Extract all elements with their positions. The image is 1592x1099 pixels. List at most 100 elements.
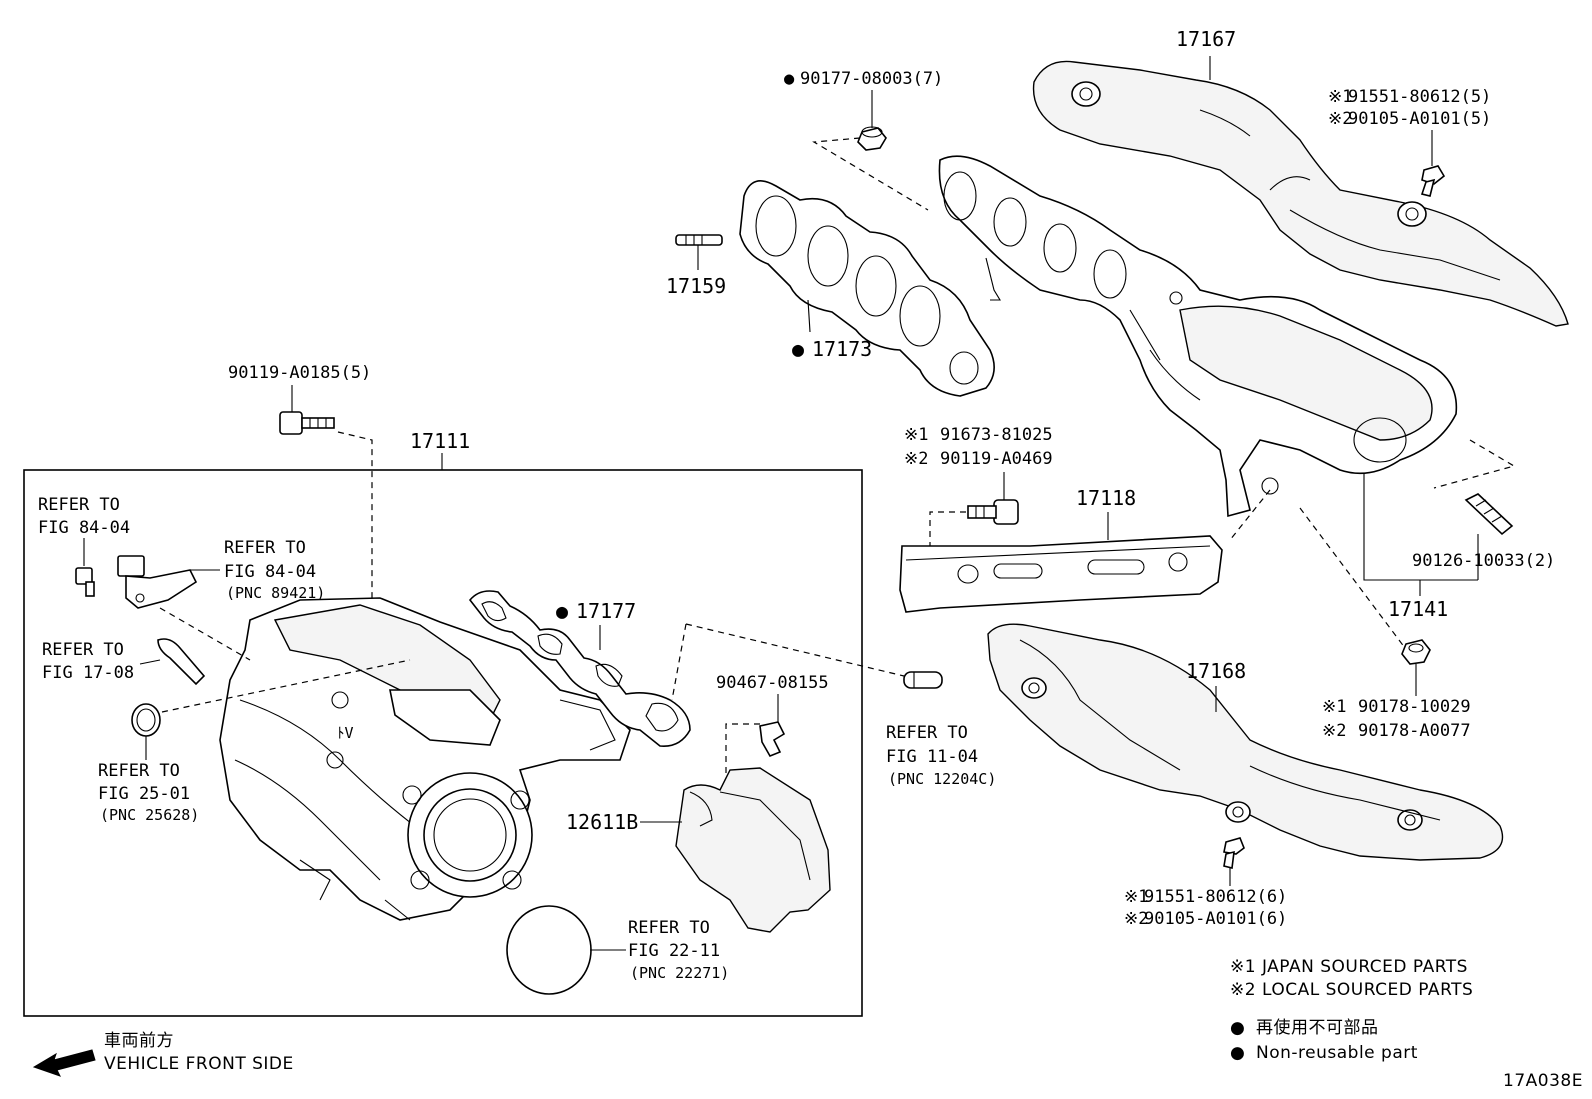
- hose-clamp[interactable]: [131, 703, 161, 737]
- manifold-stay-bracket[interactable]: [899, 535, 1223, 613]
- svg-text:17177: 17177: [576, 599, 636, 623]
- refer-fig-25-01[interactable]: REFER TO FIG 25-01 (PNC 25628): [98, 761, 199, 824]
- refer-fig-11-04[interactable]: REFER TO FIG 11-04 (PNC 12204C): [886, 723, 996, 788]
- pcv-fitting[interactable]: [903, 671, 943, 689]
- stud-17159[interactable]: [675, 234, 723, 246]
- svg-text:※1: ※1: [1328, 87, 1352, 107]
- hose-17-08[interactable]: [157, 638, 206, 686]
- part-number-17111[interactable]: 17111: [410, 429, 470, 453]
- leader-17173: [807, 299, 811, 333]
- svg-text:●: ●: [792, 337, 804, 361]
- heat-insulator-bolt-bottom[interactable]: [1223, 837, 1245, 869]
- svg-text:REFER TO: REFER TO: [224, 538, 306, 558]
- svg-text:※2: ※2: [1322, 721, 1346, 741]
- figure-code: 17A038E: [1503, 1071, 1583, 1091]
- part-number-17177[interactable]: ● 17177: [556, 599, 636, 623]
- dash-17141-nut: [1299, 507, 1409, 653]
- legend-bullet-jp: ●: [1230, 1018, 1245, 1038]
- svg-text:90105-A0101(6): 90105-A0101(6): [1144, 909, 1287, 929]
- svg-text:※1: ※1: [1322, 697, 1346, 717]
- bolt-90119-a0185[interactable]: [279, 411, 335, 435]
- refer-fig-22-11[interactable]: REFER TO FIG 22-11 (PNC 22271): [628, 918, 729, 982]
- svg-text:REFER TO: REFER TO: [886, 723, 968, 743]
- svg-text:●: ●: [784, 69, 795, 89]
- svg-text:REFER TO: REFER TO: [42, 640, 124, 660]
- intake-manifold-group-box: [23, 469, 863, 1017]
- part-number-91551-80612-bottom[interactable]: ※1 91551-80612(6): [1124, 887, 1287, 907]
- dash-pcv: [685, 623, 905, 677]
- svg-text:FIG 22-11: FIG 22-11: [628, 941, 720, 961]
- clip-90467-08155[interactable]: [759, 721, 786, 758]
- part-number-17141[interactable]: 17141: [1388, 597, 1448, 621]
- part-number-90119-a0469[interactable]: ※2 90119-A0469: [904, 449, 1053, 469]
- svg-text:91551-80612(6): 91551-80612(6): [1144, 887, 1287, 907]
- stud-90126-10033[interactable]: [1464, 493, 1514, 536]
- svg-text:※1: ※1: [1124, 887, 1148, 907]
- svg-text:90178-10029: 90178-10029: [1358, 697, 1471, 717]
- dash-17141-right: [1433, 439, 1516, 489]
- dash-90119-a0185: [337, 431, 373, 600]
- svg-text:●: ●: [556, 599, 568, 623]
- part-number-90177-08003[interactable]: ● 90177-08003(7): [784, 69, 943, 89]
- part-number-17118[interactable]: 17118: [1076, 486, 1136, 510]
- svg-text:17173: 17173: [812, 337, 872, 361]
- svg-text:(PNC 89421): (PNC 89421): [226, 584, 325, 602]
- svg-text:FIG 17-08: FIG 17-08: [42, 663, 134, 683]
- svg-text:REFER TO: REFER TO: [628, 918, 710, 938]
- part-number-90126-10033[interactable]: 90126-10033(2): [1412, 551, 1555, 571]
- part-number-17173[interactable]: ● 17173: [792, 337, 872, 361]
- legend-local-sourced: ※2 LOCAL SOURCED PARTS: [1230, 980, 1473, 1000]
- nut-90177-08003[interactable]: [857, 126, 887, 151]
- part-number-17167[interactable]: 17167: [1176, 27, 1236, 51]
- svg-text:※1: ※1: [904, 425, 928, 445]
- svg-text:※2: ※2: [1124, 909, 1148, 929]
- part-number-90119-a0185[interactable]: 90119-A0185(5): [228, 363, 371, 383]
- vacuum-sensor[interactable]: [117, 555, 198, 609]
- svg-text:(PNC 12204C): (PNC 12204C): [888, 770, 996, 788]
- svg-text:※2: ※2: [904, 449, 928, 469]
- svg-text:91673-81025: 91673-81025: [940, 425, 1053, 445]
- lower-heat-insulator[interactable]: [987, 623, 1504, 861]
- intake-manifold[interactable]: ﾄV: [219, 597, 631, 921]
- part-number-90105-a0101-top[interactable]: ※2 90105-A0101(5): [1328, 109, 1491, 129]
- refer-fig-84-04-b[interactable]: REFER TO FIG 84-04 (PNC 89421): [224, 538, 325, 602]
- svg-text:(PNC 22271): (PNC 22271): [630, 964, 729, 982]
- exhaust-manifold-gasket[interactable]: [739, 180, 995, 397]
- vehicle-front-arrow-icon: [32, 1049, 96, 1077]
- part-number-17159[interactable]: 17159: [666, 274, 726, 298]
- bracket-bolt[interactable]: [967, 499, 1019, 525]
- svg-text:FIG 84-04: FIG 84-04: [224, 562, 316, 582]
- nut-90178[interactable]: [1401, 639, 1431, 665]
- part-number-17168[interactable]: 17168: [1186, 659, 1246, 683]
- heat-insulator-bolt-top[interactable]: [1420, 165, 1446, 197]
- exhaust-manifold[interactable]: [938, 155, 1458, 518]
- vehicle-front-jp: 車両前方: [104, 1031, 174, 1051]
- svg-text:※2: ※2: [1328, 109, 1352, 129]
- legend-nonreusable-en: Non-reusable part: [1256, 1043, 1418, 1063]
- part-number-91673-81025[interactable]: ※1 91673-81025: [904, 425, 1053, 445]
- intake-manifold-gasket[interactable]: [468, 590, 691, 747]
- insulator-12611b[interactable]: [675, 767, 831, 933]
- refer-fig-17-08[interactable]: REFER TO FIG 17-08: [42, 640, 134, 683]
- part-number-90105-a0101-bottom[interactable]: ※2 90105-A0101(6): [1124, 909, 1287, 929]
- dash-bracket-bolt: [929, 511, 966, 546]
- intake-mark: ﾄV: [337, 724, 354, 742]
- svg-text:FIG 25-01: FIG 25-01: [98, 784, 190, 804]
- throttle-gasket[interactable]: [506, 905, 592, 995]
- part-number-12611b[interactable]: 12611B: [566, 810, 638, 834]
- svg-text:(PNC 25628): (PNC 25628): [100, 806, 199, 824]
- sensor-bolt[interactable]: [75, 567, 95, 597]
- svg-text:91551-80612(5): 91551-80612(5): [1348, 87, 1491, 107]
- svg-text:REFER TO: REFER TO: [38, 495, 120, 515]
- svg-text:REFER TO: REFER TO: [98, 761, 180, 781]
- part-number-90178-a0077[interactable]: ※2 90178-A0077: [1322, 721, 1471, 741]
- legend-bullet-en: ●: [1230, 1043, 1245, 1063]
- legend-japan-sourced: ※1 JAPAN SOURCED PARTS: [1230, 957, 1468, 977]
- svg-text:90178-A0077: 90178-A0077: [1358, 721, 1471, 741]
- part-number-90467-08155[interactable]: 90467-08155: [716, 673, 829, 693]
- refer-fig-84-04-a[interactable]: REFER TO FIG 84-04: [38, 495, 130, 538]
- part-number-90178-10029[interactable]: ※1 90178-10029: [1322, 697, 1471, 717]
- upper-heat-insulator[interactable]: [1032, 60, 1569, 327]
- part-number-91551-80612-top[interactable]: ※1 91551-80612(5): [1328, 87, 1491, 107]
